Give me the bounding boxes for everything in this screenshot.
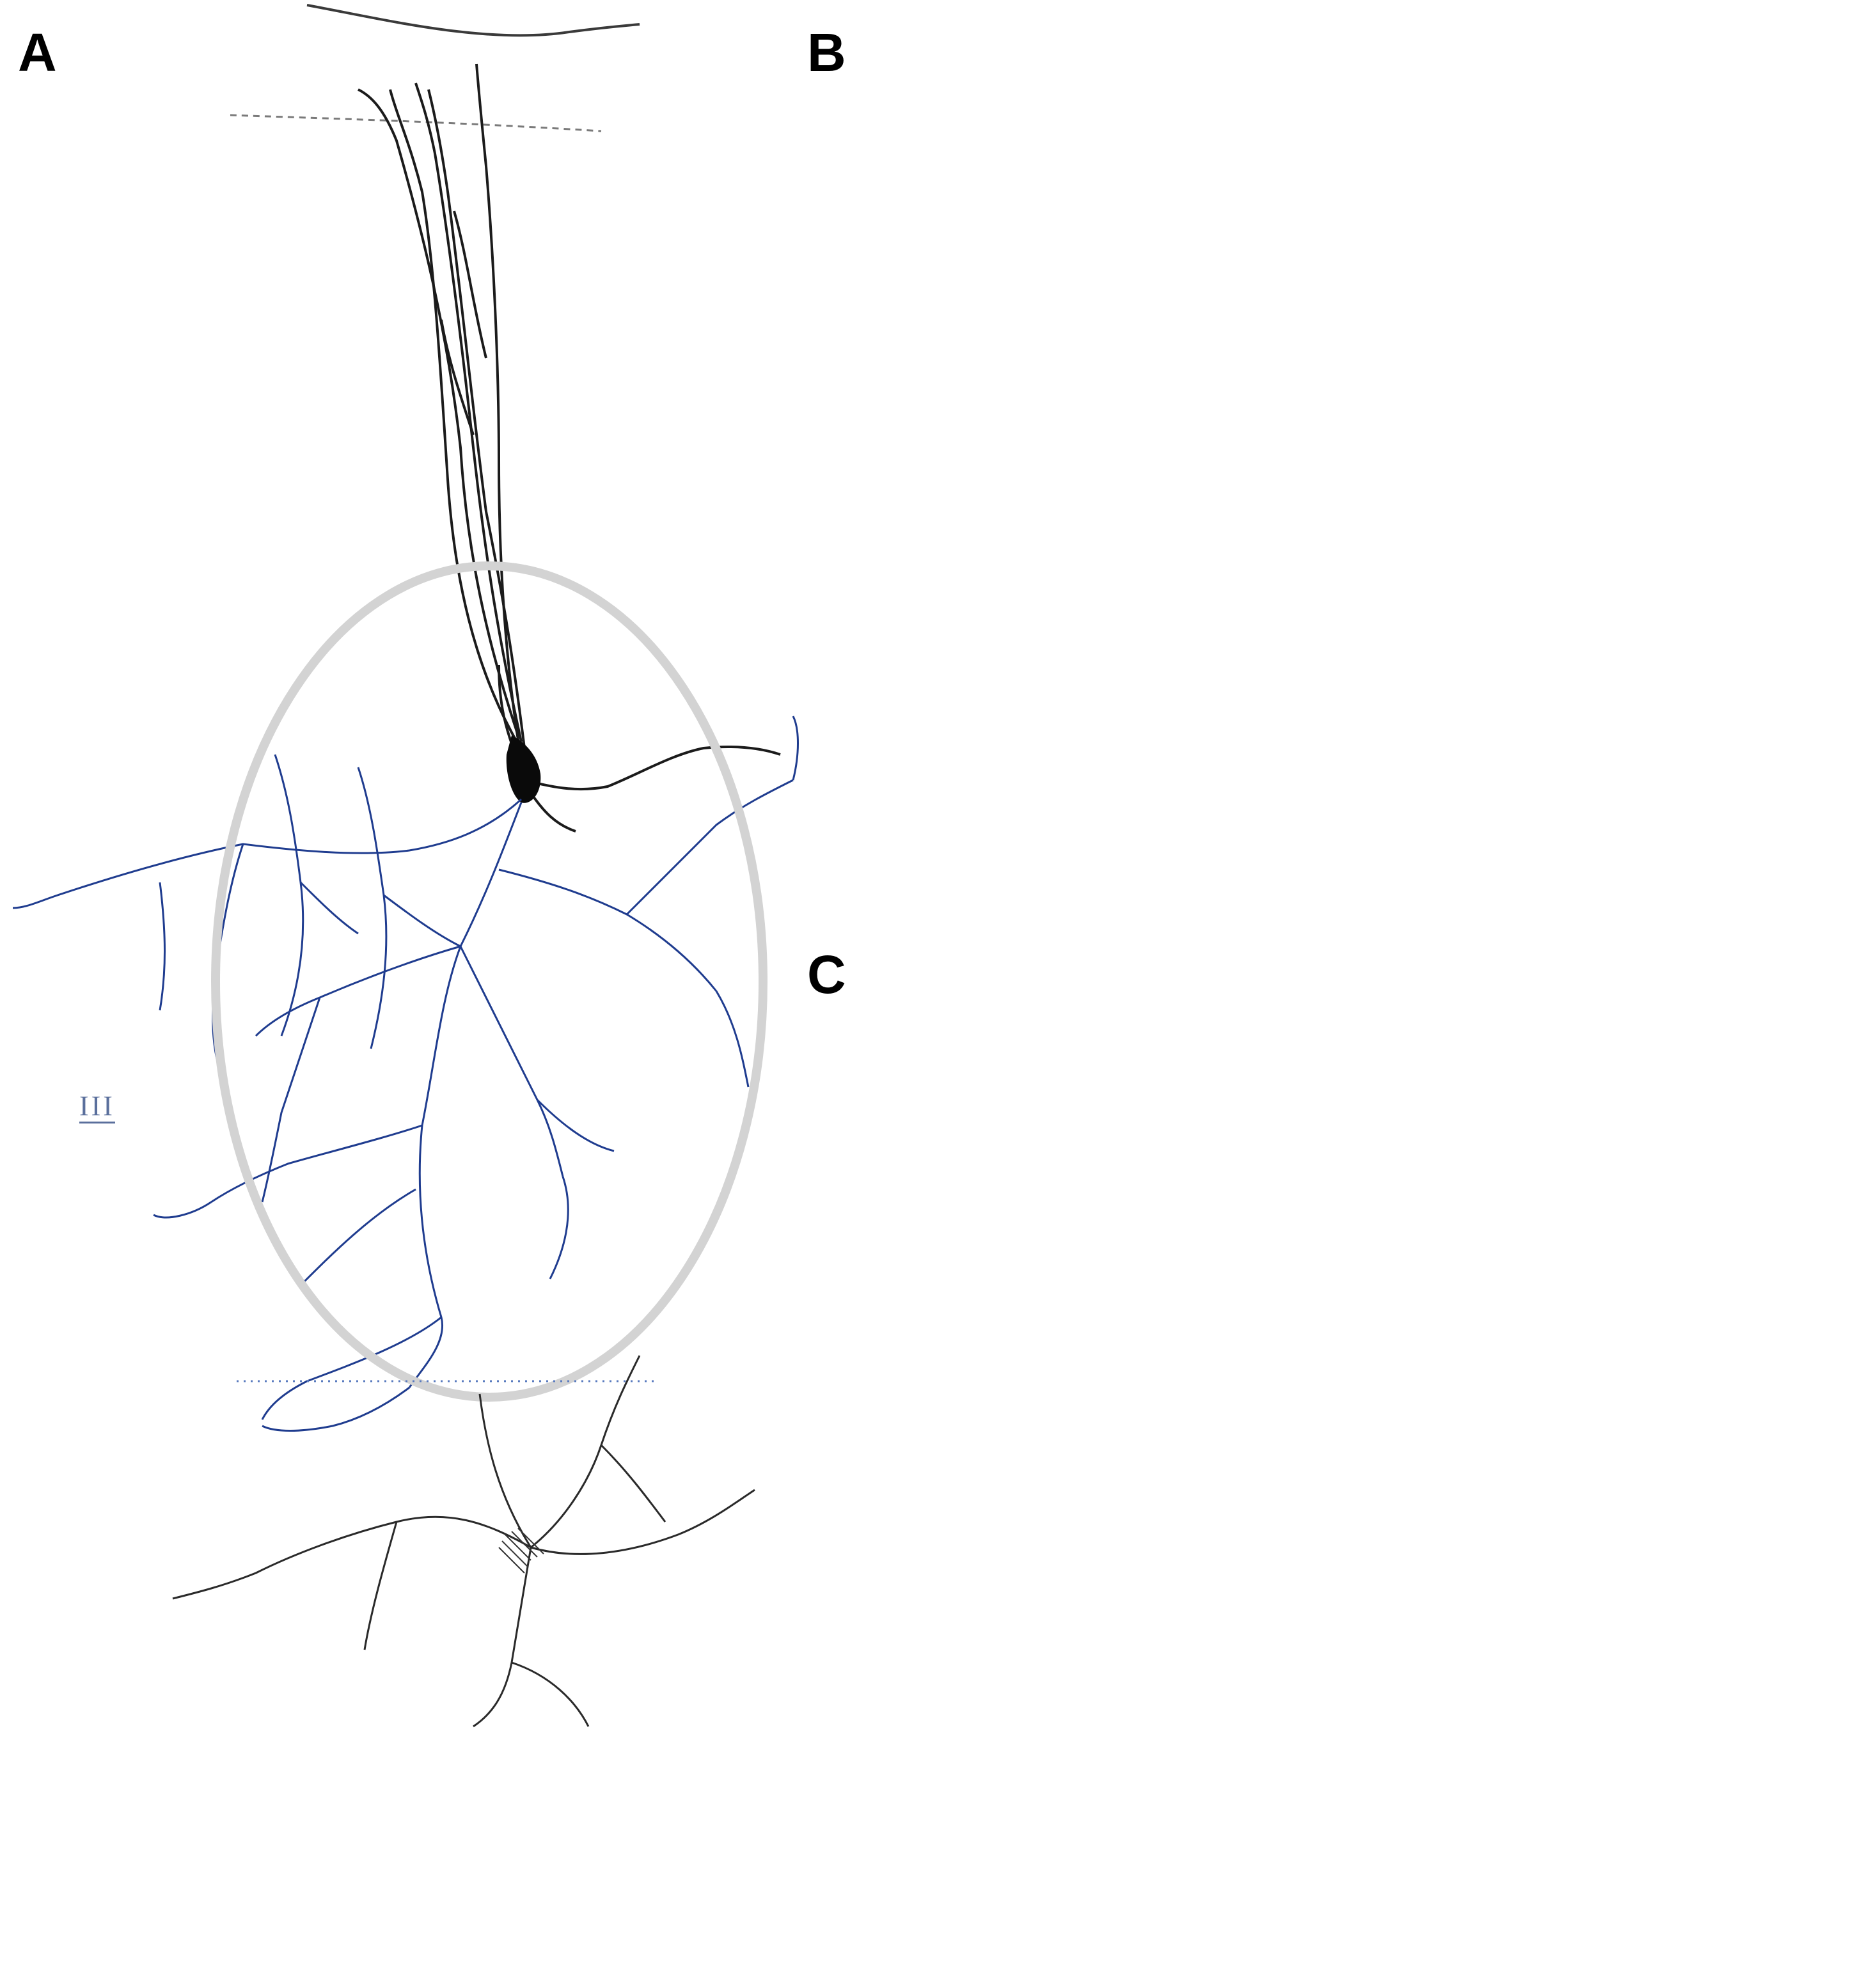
pia-line-a: [306, 4, 640, 37]
panel-label-c: C: [807, 944, 846, 1005]
panel-a: [12, 4, 799, 1728]
domain-ellipse-a: [211, 561, 768, 1402]
apical-dendrites-a: [358, 63, 526, 749]
panel-label-a: A: [18, 22, 57, 82]
hatched-patch-a: [498, 1528, 544, 1574]
panel-label-b: B: [807, 22, 846, 82]
layer-boundary-a-top: [230, 114, 602, 132]
axon-arbor-a: [12, 716, 799, 1432]
soma-a: [506, 735, 541, 803]
lower-dendrites-a: [172, 1355, 755, 1728]
layer-mark-a: III: [79, 1092, 115, 1123]
